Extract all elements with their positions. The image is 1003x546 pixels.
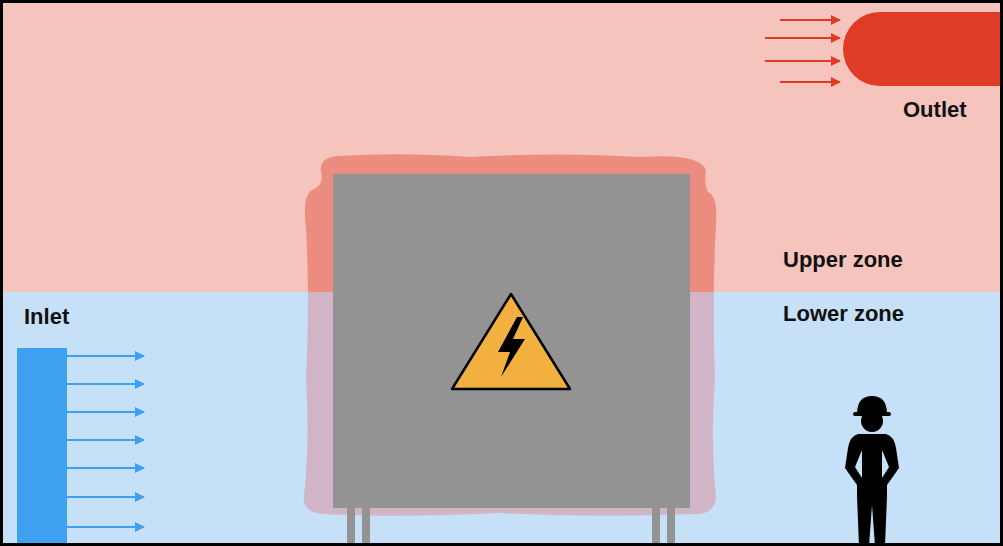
inlet-diffuser: Inlet <box>17 348 67 543</box>
node-label: Upper zone <box>783 247 903 273</box>
outlet-vent: Outlet <box>843 12 1003 86</box>
node-label: Lower zone <box>783 301 904 327</box>
node-label: Inlet <box>24 304 69 330</box>
lower-zone-band: Lower zoneInlet <box>0 292 1003 546</box>
node-label: Outlet <box>903 97 967 123</box>
upper-zone-band: Upper zone Outlet <box>0 0 1003 292</box>
